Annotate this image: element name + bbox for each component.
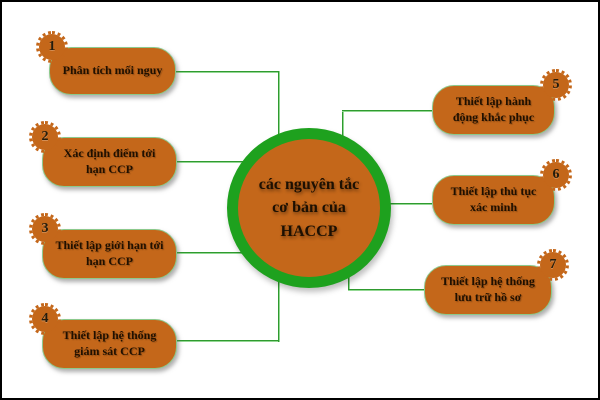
node-principle-1: 1 Phân tích mối nguy [36,31,176,95]
node-label-2: Xác định điểm tới hạn CCP [63,146,156,176]
node-number-badge-5: 5 [540,69,572,101]
node-label-5: Thiết lập hành động khắc phục [452,94,535,124]
node-principle-6: 6 Thiết lập thủ tục xác minh [432,159,572,225]
node-number-badge-2: 2 [29,121,61,153]
node-principle-7: 7 Thiết lập hệ thống lưu trữ hồ sơ [424,249,569,315]
node-principle-5: 5 Thiết lập hành động khắc phục [432,69,572,135]
node-number-badge-6: 6 [540,159,572,191]
connector-line-4-h [177,340,280,342]
connector-line-1-h [176,71,280,73]
connector-line-4-v [278,276,280,342]
center-node-label-line3: HACCP [280,222,338,240]
center-node-label-line1: các nguyên tắc [258,176,360,194]
node-label-1: Phân tích mối nguy [62,63,163,78]
node-principle-4: 4 Thiết lập hệ thống giám sát CCP [29,303,177,369]
node-number-badge-1: 1 [36,31,68,63]
connector-line-7-h [348,289,424,291]
center-node-label-line2: cơ bản của [272,199,346,217]
connector-line-5-h [342,110,432,112]
connector-line-1-v [278,71,280,139]
center-node-haccp: các nguyên tắc cơ bản của HACCP [227,128,391,288]
connector-line-3-h [177,252,245,254]
connector-line-5-v [342,111,344,141]
node-number-badge-7: 7 [537,249,569,281]
node-number-badge-4: 4 [29,303,61,335]
node-number-badge-3: 3 [29,213,61,245]
node-principle-2: 2 Xác định điểm tới hạn CCP [29,121,177,187]
node-label-7: Thiết lập hệ thống lưu trữ hồ sơ [441,274,535,304]
node-label-3: Thiết lập giới hạn tới hạn CCP [55,238,164,268]
connector-line-7-v [348,270,350,291]
node-label-6: Thiết lập thủ tục xác minh [450,184,537,214]
connector-line-6-h [386,203,432,205]
connector-line-2-h [177,161,247,163]
node-label-4: Thiết lập hệ thống giám sát CCP [62,328,157,358]
node-principle-3: 3 Thiết lập giới hạn tới hạn CCP [29,213,177,279]
